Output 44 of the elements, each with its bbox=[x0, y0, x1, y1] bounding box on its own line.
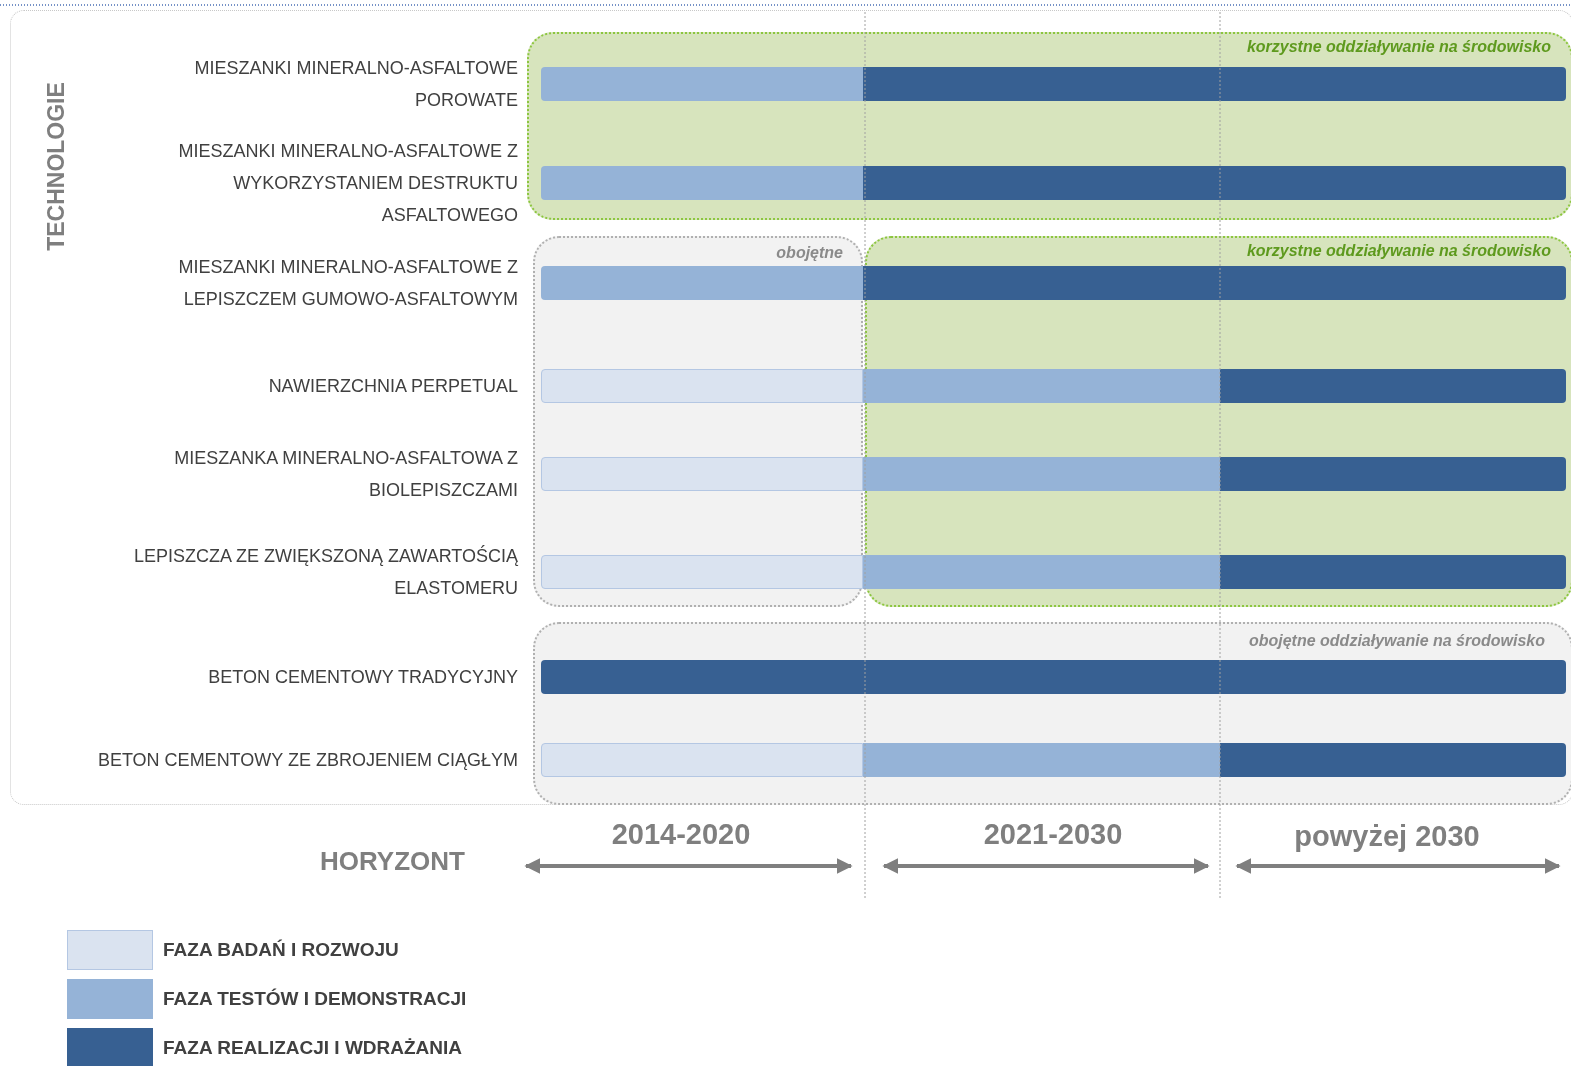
technology-label: BETON CEMENTOWY TRADYCYJNY bbox=[207, 666, 518, 689]
phase-bar bbox=[862, 165, 1566, 200]
technology-label: MIESZANKA MINERALNO-ASFALTOWA Z BIOLEPISZCZAMI bbox=[173, 447, 518, 502]
impact-zone bbox=[533, 622, 1571, 805]
zone-label: obojętne oddziaływanie na środowisko bbox=[1248, 632, 1545, 650]
period-label: powyżej 2030 bbox=[1293, 820, 1481, 853]
phase-bar bbox=[1219, 742, 1566, 777]
phase-bar bbox=[1219, 368, 1566, 403]
phase-bar bbox=[862, 742, 1220, 777]
phase-bar bbox=[862, 265, 1566, 300]
phase-bar bbox=[540, 554, 863, 589]
zone-label: korzystne oddziaływanie na środowisko bbox=[1246, 242, 1551, 260]
phase-bar bbox=[540, 265, 863, 300]
technology-label: MIESZANKI MINERALNO-ASFALTOWE Z LEPISZCZEM GUMOWO-ASFALTOWYM bbox=[177, 256, 518, 311]
impact-zone bbox=[865, 236, 1571, 607]
phase-bar bbox=[862, 66, 1566, 101]
phase-bar bbox=[540, 659, 1566, 694]
axis-title: HORYZONT bbox=[320, 846, 465, 877]
period-label: 2014-2020 bbox=[610, 818, 752, 851]
technology-label: BETON CEMENTOWY ZE ZBROJENIEM CIĄGŁYM bbox=[96, 749, 518, 772]
phase-bar bbox=[540, 456, 863, 491]
legend-label: FAZA BADAŃ I ROZWOJU bbox=[163, 939, 399, 961]
technology-panel bbox=[10, 10, 1571, 805]
phase-bar bbox=[540, 165, 863, 200]
phase-bar bbox=[862, 368, 1220, 403]
period-label: 2021-2030 bbox=[982, 818, 1124, 851]
axis-title: TECHNOLOGIE bbox=[42, 81, 70, 251]
phase-bar bbox=[1219, 554, 1566, 589]
zone-label: obojętne bbox=[776, 244, 843, 262]
phase-bar bbox=[540, 742, 863, 777]
phase-bar bbox=[540, 368, 863, 403]
phase-bar bbox=[862, 554, 1220, 589]
technology-label: MIESZANKI MINERALNO-ASFALTOWE POROWATE bbox=[193, 57, 518, 112]
zone-label: korzystne oddziaływanie na środowisko bbox=[1246, 38, 1551, 56]
legend-label: FAZA REALIZACJI I WDRAŻANIA bbox=[163, 1037, 463, 1059]
impact-zone bbox=[533, 236, 863, 607]
legend-label: FAZA TESTÓW I DEMONSTRACJI bbox=[163, 988, 467, 1010]
technology-label: MIESZANKI MINERALNO-ASFALTOWE Z WYKORZYSTANIEM DESTRUKTU ASFALTOWEGO bbox=[177, 140, 518, 227]
phase-bar bbox=[862, 456, 1220, 491]
phase-bar bbox=[1219, 456, 1566, 491]
technology-label: LEPISZCZA ZE ZWIĘKSZONĄ ZAWARTOŚCIĄ ELASTOMERU bbox=[132, 544, 518, 600]
phase-bar bbox=[540, 66, 863, 101]
technology-label: NAWIERZCHNIA PERPETUAL bbox=[267, 375, 518, 398]
impact-zone bbox=[527, 32, 1571, 220]
